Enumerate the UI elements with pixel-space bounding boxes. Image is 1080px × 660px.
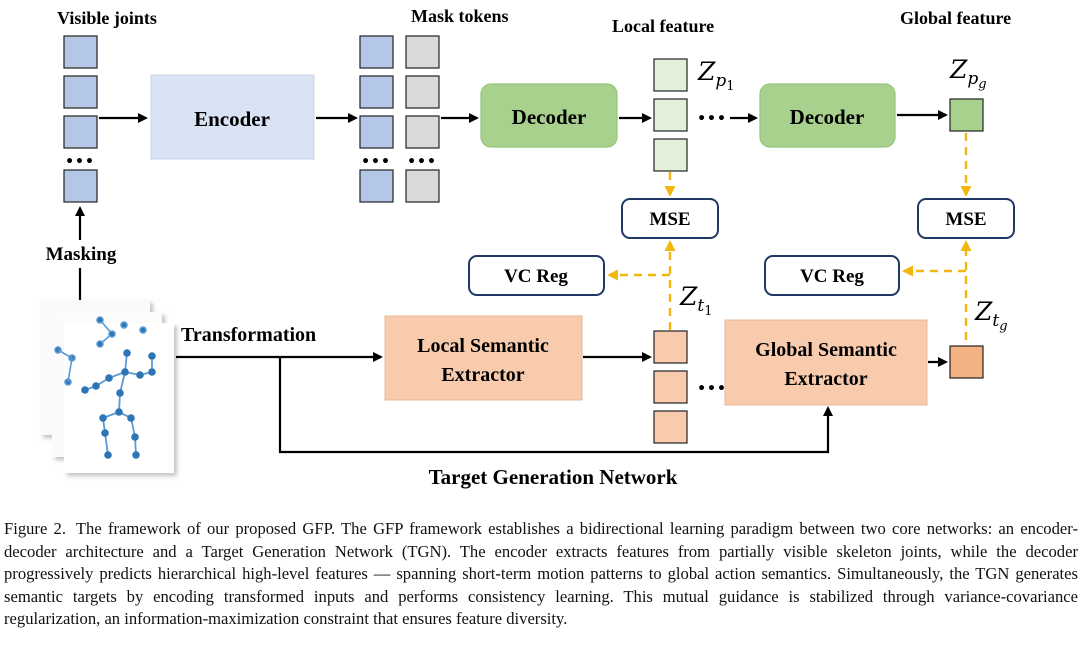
mse-global-box <box>917 198 1015 239</box>
local-feature-token <box>653 98 688 132</box>
local-semantic-extractor-block <box>384 315 583 401</box>
mse-global-label: MSE <box>945 209 986 230</box>
z-tg-symbol: Ztg <box>974 297 1008 334</box>
visible-joints-label: Visible joints <box>57 8 157 28</box>
local-target-token <box>653 370 688 404</box>
vc-reg-local-label: VC Reg <box>504 266 568 287</box>
encoder-block <box>150 74 315 160</box>
ellipsis: ••• <box>697 381 727 397</box>
figure-caption: Figure 2. The framework of our proposed … <box>4 518 1078 631</box>
visible-joint-token <box>63 169 98 203</box>
decoder-local-block <box>480 83 618 148</box>
global-semantic-extractor-block <box>724 319 928 406</box>
ellipsis: ••• <box>361 154 391 170</box>
z-pg-symbol: Zpg <box>949 55 987 92</box>
z-t1-symbol: Zt1 <box>679 282 713 319</box>
target-generation-network-label: Target Generation Network <box>429 465 678 489</box>
vc-reg-global-box <box>764 255 900 296</box>
masking-label-bg <box>34 240 128 268</box>
global-target-token <box>949 345 984 379</box>
local-target-token <box>653 330 688 364</box>
visible-joint-token <box>63 75 98 109</box>
encoder-label: Encoder <box>194 107 270 131</box>
local-feature-token <box>653 58 688 92</box>
vc-reg-local-box <box>468 255 605 296</box>
skeleton-figure <box>84 352 153 456</box>
local-target-token <box>653 410 688 444</box>
local-extractor-label-line1: Local Semantic <box>417 335 549 357</box>
encoded-token <box>359 169 394 203</box>
visible-joint-token <box>63 35 98 69</box>
local-extractor-label-line2: Extractor <box>441 364 524 386</box>
framework-diagram: Visible joints Mask tokens Local feature… <box>34 6 1015 489</box>
mask-token <box>405 169 440 203</box>
local-feature-label: Local feature <box>612 16 714 36</box>
visible-joint-tokens: ••• <box>63 35 98 203</box>
global-extractor-label-line2: Extractor <box>784 368 867 390</box>
caption-text: The framework of our proposed GFP. The G… <box>4 519 1078 629</box>
local-target-tokens <box>653 330 688 444</box>
global-feature-token <box>949 98 984 132</box>
masking-label: Masking <box>46 244 117 265</box>
mask-token <box>405 75 440 109</box>
ellipsis: ••• <box>697 111 727 127</box>
encoded-token <box>359 35 394 69</box>
encoded-token <box>359 75 394 109</box>
mask-token <box>405 35 440 69</box>
transformation-label: Transformation <box>181 324 316 346</box>
local-feature-token <box>653 138 688 172</box>
decoder-local-label: Decoder <box>512 105 587 129</box>
mask-token-grid: ••• ••• <box>359 35 440 203</box>
mask-token <box>405 115 440 149</box>
skeleton-input-stack <box>40 300 174 473</box>
mse-local-label: MSE <box>649 209 690 230</box>
local-feature-tokens <box>653 58 688 172</box>
global-extractor-label-line1: Global Semantic <box>755 339 897 361</box>
encoded-token <box>359 115 394 149</box>
ellipsis: ••• <box>65 154 95 170</box>
arrow-skip-to-global-extractor <box>278 357 833 454</box>
mask-tokens-label: Mask tokens <box>411 6 509 26</box>
global-feature-label: Global feature <box>900 8 1011 28</box>
mse-local-box <box>621 198 719 239</box>
vc-reg-global-label: VC Reg <box>800 266 864 287</box>
decoder-global-label: Decoder <box>790 105 865 129</box>
ellipsis: ••• <box>407 154 437 170</box>
caption-label: Figure 2. <box>4 519 66 538</box>
z-p1-symbol: Zp1 <box>697 57 735 94</box>
decoder-global-block <box>759 83 896 148</box>
visible-joint-token <box>63 115 98 149</box>
